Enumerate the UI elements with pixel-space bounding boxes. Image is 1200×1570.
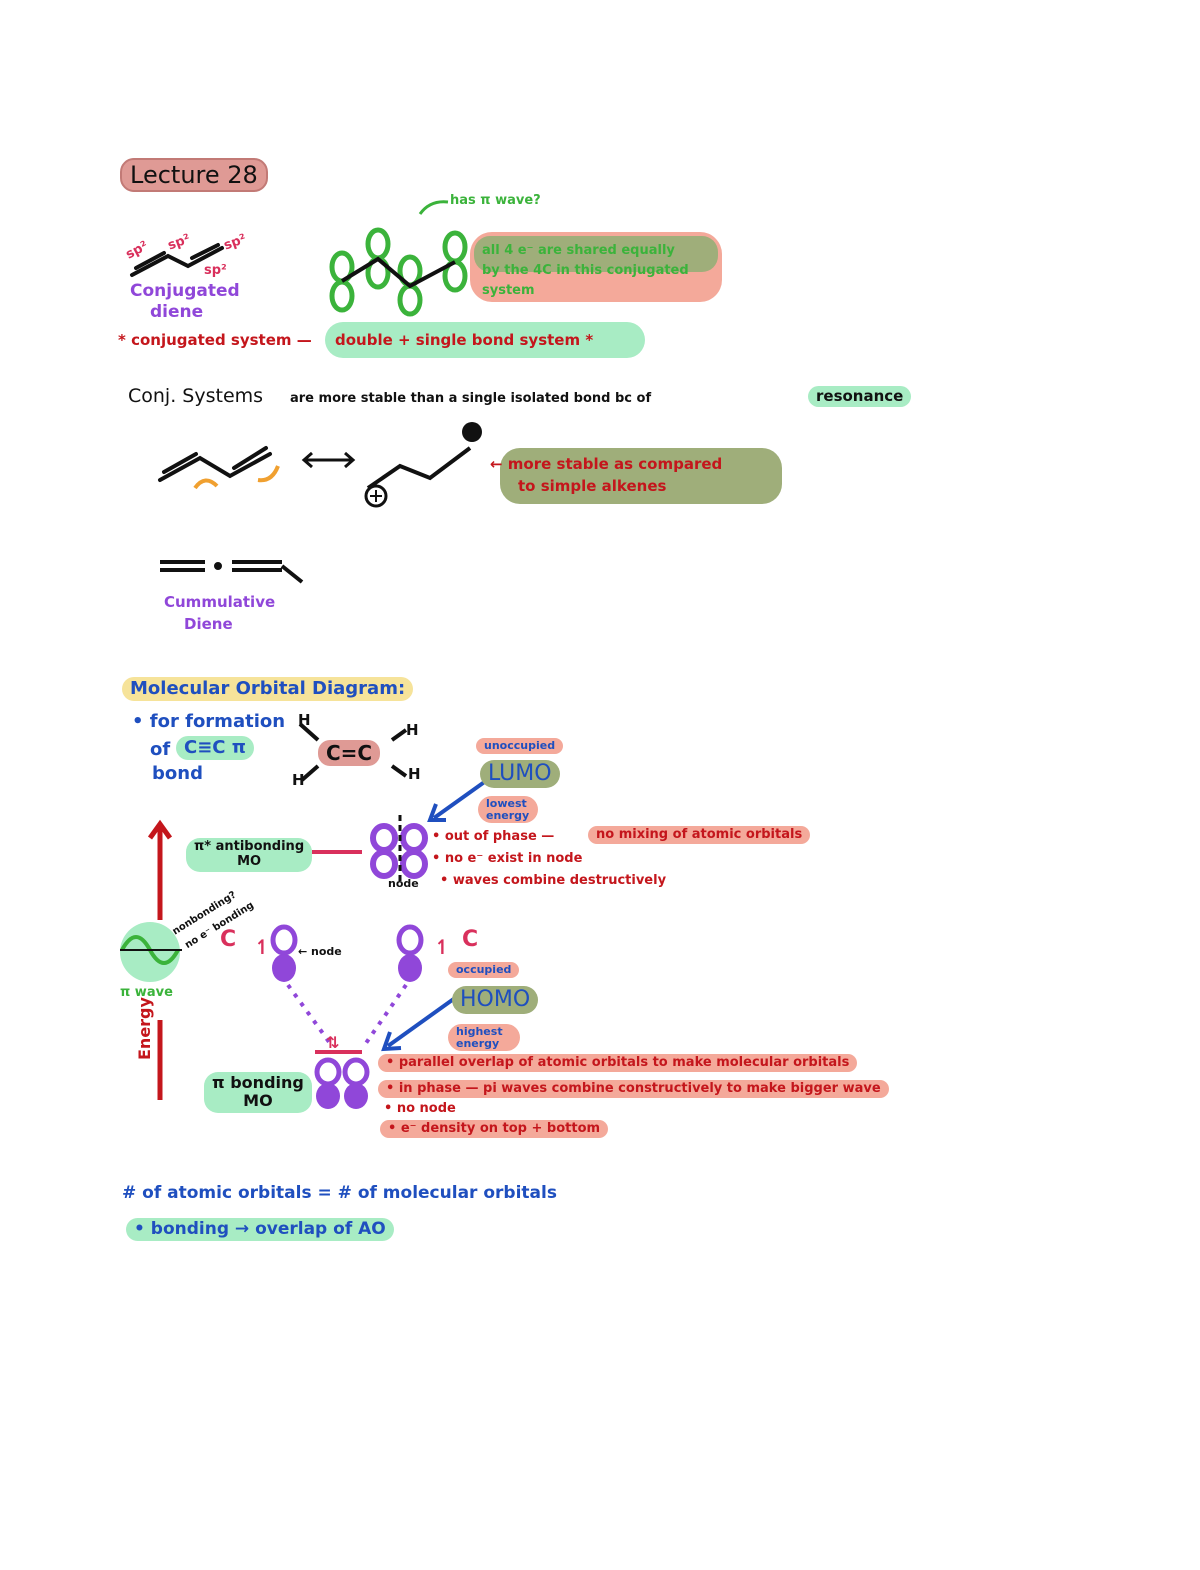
resonance-right: [366, 446, 472, 490]
cumulative-diene-label: Diene: [184, 615, 233, 633]
atomic-orbital-right: [396, 924, 424, 982]
conjugated-diene-skeleton: [130, 243, 224, 277]
ethene-bonds: [298, 722, 408, 782]
electron-arrow: [193, 478, 219, 490]
homo-bottom-note: highest energy: [448, 1024, 520, 1052]
lumo-label: LUMO: [480, 760, 560, 789]
resonance-note: ← more stable as compared: [490, 455, 723, 473]
formation-note-highlight: C≡C π: [176, 736, 255, 760]
energy-arrow: [147, 819, 173, 1100]
combination-line: [362, 983, 408, 1048]
pi-wave-label: π wave: [120, 985, 173, 1000]
homo-arrow: [381, 996, 457, 1052]
question-pointer: [418, 200, 449, 215]
homo-bottom-line: energy: [456, 1036, 500, 1050]
stability-statement: are more stable than a single isolated b…: [290, 391, 652, 406]
resonance-left: [158, 446, 272, 482]
resonance-highlight: resonance: [808, 386, 912, 407]
antibonding-note: • out of phase —: [432, 829, 555, 844]
spin-up-icon: ↿: [434, 935, 451, 959]
bonding-label: π bonding MO: [204, 1072, 312, 1113]
conjugated-diene-label: Conjugated: [130, 281, 240, 301]
cumulative-diene: [160, 560, 304, 584]
highlight-blob: [474, 236, 718, 272]
bonding-note: • parallel overlap of atomic orbitals to…: [378, 1054, 858, 1073]
lecture-title: Lecture 28: [120, 158, 268, 193]
energy-label: Energy: [135, 997, 154, 1060]
homo-top-note: occupied: [448, 962, 520, 979]
node-label: node: [388, 877, 419, 890]
combination-line: [286, 983, 334, 1048]
mo-diagram-heading: Molecular Orbital Diagram:: [122, 677, 414, 701]
resonance-note: to simple alkenes: [518, 477, 667, 495]
electron-pair-icon: ⇅: [326, 1033, 339, 1052]
positive-charge-icon: [364, 484, 388, 508]
formation-note: of: [150, 739, 171, 760]
p-orbital-diene: [329, 227, 468, 317]
bonding-orbital: [314, 1057, 370, 1109]
lumo-bottom-note: lowest energy: [478, 796, 538, 824]
node-arrow-label: ← node: [298, 945, 342, 958]
antibonding-label-line: MO: [237, 853, 262, 869]
delocalized-note: by the 4C in this conjugated: [482, 263, 689, 278]
antibonding-note-highlight: no mixing of atomic orbitals: [588, 826, 811, 845]
homo-bottom-line: highest: [456, 1025, 503, 1038]
electron-arrow: [257, 465, 280, 483]
bonding-overlap-rule: • bonding → overlap of AO: [126, 1218, 394, 1241]
negative-charge-icon: [462, 422, 482, 442]
antibonding-orbital: [370, 823, 428, 879]
conjugated-diene-label: diene: [150, 302, 204, 322]
hydrogen-label: H: [406, 721, 419, 739]
formation-note: bond: [152, 763, 203, 784]
conjugated-definition-highlight: double + single bond system *: [335, 331, 594, 349]
lumo-arrow: [427, 776, 492, 822]
lumo-top-note: unoccupied: [476, 738, 564, 755]
bonding-note: • no node: [384, 1101, 456, 1116]
hydrogen-label: H: [298, 711, 311, 729]
homo-label: HOMO: [452, 986, 539, 1015]
hydrogen-label: H: [408, 765, 421, 783]
orbital-count-rule: # of atomic orbitals = # of molecular or…: [122, 1183, 557, 1203]
pi-wave-icon: [120, 922, 182, 982]
antibonding-note: • waves combine destructively: [440, 873, 667, 888]
bonding-label-line: π bonding: [212, 1073, 304, 1092]
diene-backbone: [340, 256, 456, 289]
bonding-label-line: MO: [243, 1091, 273, 1111]
antibonding-label-line: π* antibonding: [194, 839, 305, 854]
bonding-note: • e⁻ density on top + bottom: [380, 1120, 609, 1139]
conjugated-definition: * conjugated system —: [118, 331, 312, 349]
resonance-arrow: [301, 451, 356, 469]
atomic-orbital-left: [270, 924, 298, 982]
spin-up-icon: ↿: [254, 935, 271, 959]
stability-prefix: Conj. Systems: [128, 385, 264, 407]
highlight-blob: [325, 322, 645, 358]
delocalized-note: system: [482, 283, 535, 298]
antibonding-label: π* antibonding MO: [186, 838, 313, 872]
bonding-note: • in phase — pi waves combine constructi…: [378, 1080, 889, 1099]
carbon-left: C: [220, 927, 237, 952]
formation-note: • for formation: [132, 711, 286, 732]
highlight-blob: [500, 448, 782, 504]
antibonding-note: • no e⁻ exist in node: [432, 851, 583, 866]
delocalized-note: all 4 e⁻ are shared equally: [482, 243, 675, 258]
lumo-bottom-line: energy: [486, 808, 530, 822]
cumulative-diene-label: Cummulative: [164, 593, 276, 611]
pi-wave-question: has π wave?: [450, 193, 541, 208]
lumo-bottom-line: lowest: [486, 797, 527, 810]
carbon-right: C: [462, 927, 479, 952]
hydrogen-label: H: [292, 771, 305, 789]
hybrid-label: sp²: [204, 263, 227, 278]
ethene-center: C=C: [318, 740, 381, 766]
